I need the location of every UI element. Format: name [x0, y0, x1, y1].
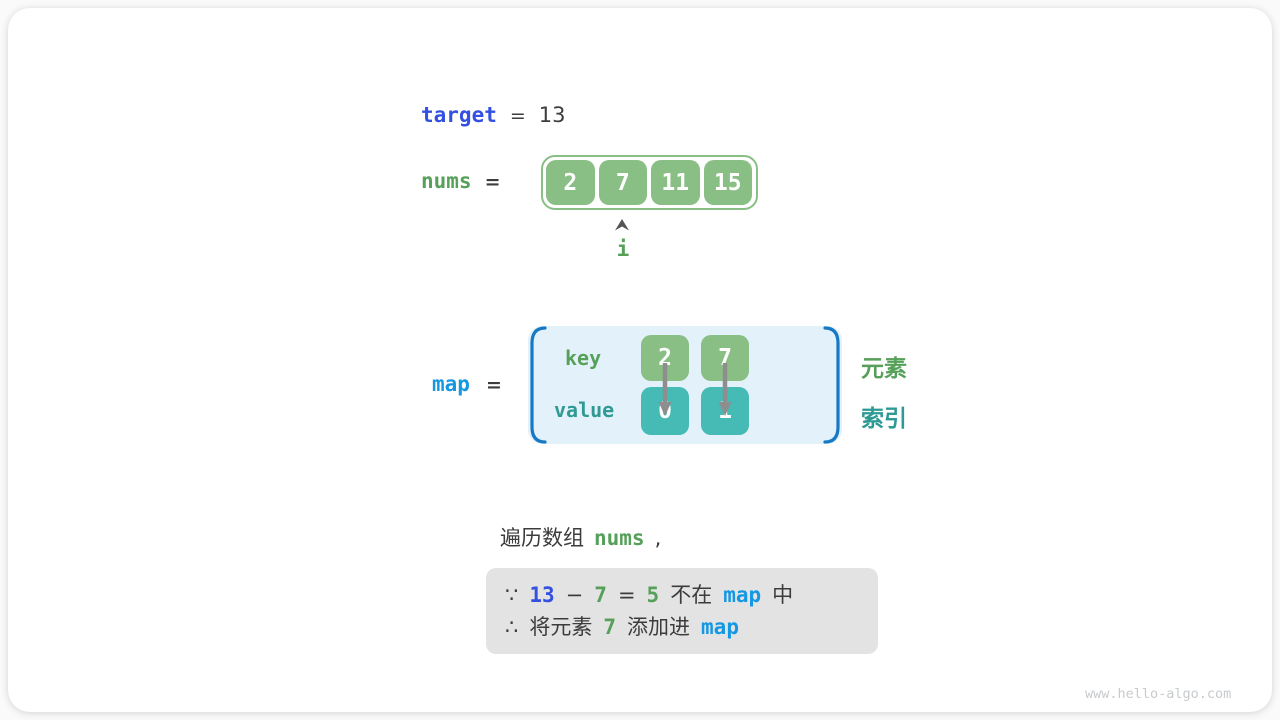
in-text: 中: [772, 583, 794, 607]
traverse-nums-token: nums: [594, 526, 645, 550]
nums-variable-label: nums: [421, 169, 472, 193]
minus-sign: −: [565, 583, 584, 607]
map-bracket-right-icon: [823, 326, 840, 444]
equals-sign: =: [617, 583, 636, 607]
key-to-value-arrow-icon: [718, 363, 732, 416]
target-row: target = 13: [421, 103, 566, 127]
note-line-therefore: ∴ 将元素 7 添加进 map: [505, 611, 859, 643]
nums-array-cell: 7: [598, 160, 647, 205]
index-pointer-caret-icon: [615, 219, 629, 231]
add-prefix-text: 将元素: [529, 615, 593, 639]
not-in-text: 不在: [670, 583, 713, 607]
nums-equals-sign: =: [484, 171, 501, 193]
key-to-value-arrow-icon: [658, 363, 672, 416]
map-variable-label: map: [432, 372, 470, 396]
reasoning-note-box: ∵ 13 − 7 = 5 不在 map 中 ∴ 将元素 7 添加进 map: [486, 568, 878, 654]
map-bracket-left-icon: [530, 326, 547, 444]
therefore-symbol: ∴: [505, 615, 519, 639]
target-value: 13: [538, 103, 566, 127]
map-brackets-icon: [530, 326, 840, 444]
map-token: map: [723, 583, 762, 607]
map-panel: key value 2 7 0 1: [528, 326, 842, 444]
nums-array-cell: 15: [703, 160, 752, 205]
figure-card: target = 13 nums = 2 7 11 15 i map =: [8, 8, 1272, 712]
map-token: map: [701, 615, 739, 639]
index-pointer-label: i: [616, 237, 630, 261]
target-equals-sign: =: [509, 105, 526, 127]
nums-array-cell: 11: [651, 160, 700, 205]
target-variable-label: target: [421, 103, 497, 127]
nums-row-label: nums =: [421, 169, 501, 193]
target-value-token: 13: [529, 583, 555, 607]
website-watermark: www.hello-algo.com: [1085, 686, 1232, 702]
nums-array-cell: 2: [546, 160, 595, 205]
difference-token: 5: [646, 583, 660, 607]
traverse-text: 遍历数组: [500, 526, 584, 550]
current-value-token: 7: [594, 583, 607, 607]
note-line-because: ∵ 13 − 7 = 5 不在 map 中: [505, 579, 859, 611]
index-side-label: 索引: [861, 406, 907, 432]
traverse-comma: ,: [654, 526, 662, 550]
element-side-label: 元素: [861, 356, 907, 382]
map-equals-sign: =: [485, 374, 502, 396]
current-value-token: 7: [603, 615, 617, 639]
traverse-caption: 遍历数组 nums ,: [500, 522, 661, 552]
map-row-label: map =: [432, 372, 502, 396]
map-key-row-label: key: [565, 346, 602, 370]
because-symbol: ∵: [505, 583, 519, 607]
add-suffix-text: 添加进: [627, 615, 691, 639]
map-value-row-label: value: [554, 398, 615, 422]
nums-array: 2 7 11 15: [541, 155, 758, 210]
